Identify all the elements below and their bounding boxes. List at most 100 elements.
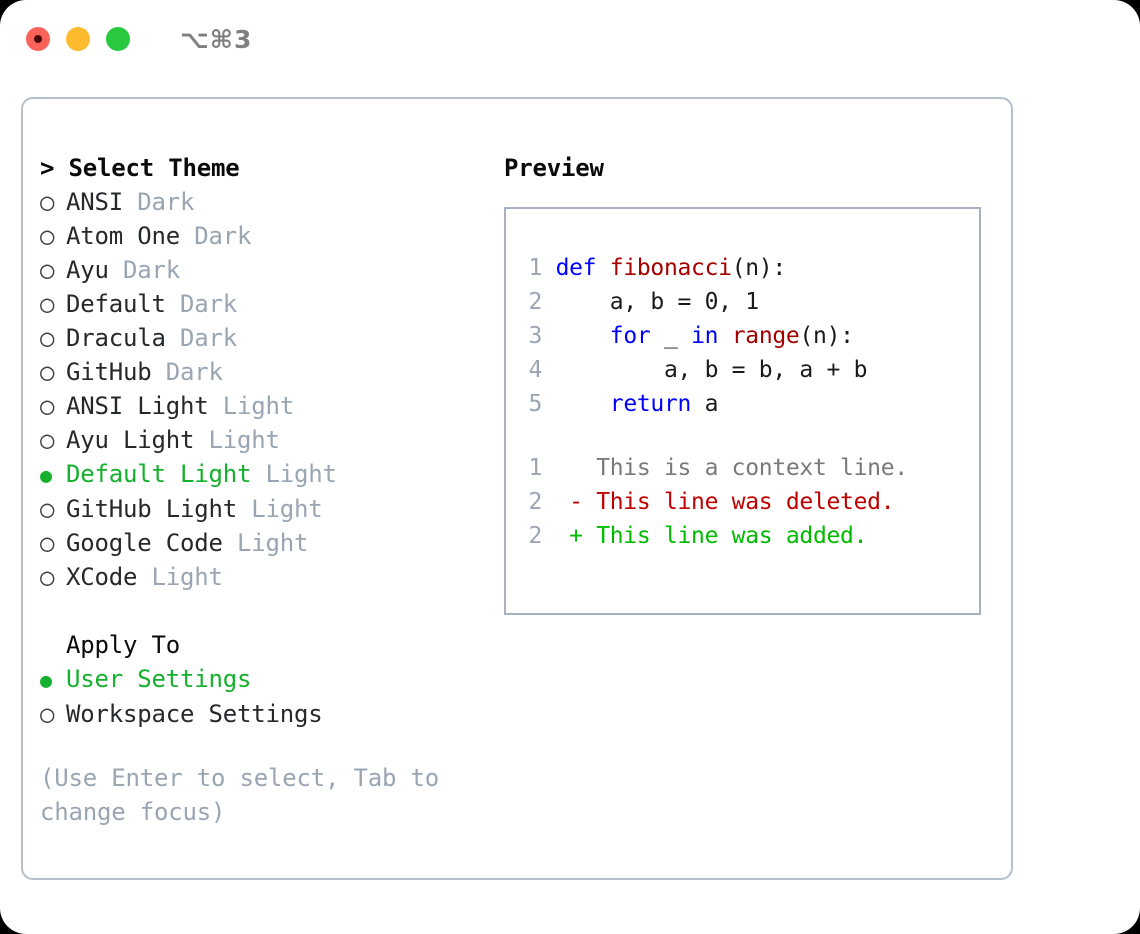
diff-line-text: This line was added. (596, 523, 868, 549)
code-line: 1 def fibonacci(n): (506, 251, 979, 285)
keyboard-hint-text: (Use Enter to select, Tab to change focu… (40, 764, 439, 826)
theme-option-google-code[interactable]: ○ Google Code Light (40, 526, 490, 560)
radio-unselected-icon: ○ (40, 392, 55, 420)
theme-option-dracula[interactable]: ○ Dracula Dark (40, 321, 490, 355)
diff-line: 2 - This line was deleted. (506, 485, 979, 519)
theme-option-github-light[interactable]: ○ GitHub Light Light (40, 492, 490, 526)
theme-option-variant: Dark (123, 256, 180, 284)
code-token: (n): (799, 323, 854, 349)
theme-option-github[interactable]: ○GitHub Dark (40, 355, 490, 389)
theme-list: ○ANSI Dark○Atom One Dark○Ayu Dark○Defaul… (40, 185, 490, 594)
apply-to-list: ● User Settings ○ Workspace Settings (40, 662, 490, 731)
theme-option-label: ANSI (66, 188, 123, 216)
code-line: 5 return a (506, 387, 979, 421)
theme-option-variant: Dark (165, 358, 223, 386)
code-token: for (609, 323, 651, 349)
theme-option-variant: Light (237, 529, 309, 557)
theme-option-label: Default (66, 290, 166, 318)
theme-option-atom-one[interactable]: ○Atom One Dark (40, 219, 490, 253)
code-token: a, b = b, a + b (555, 357, 868, 383)
select-theme-heading-label: Select Theme (68, 154, 240, 182)
radio-unselected-icon: ○ (40, 495, 55, 523)
close-window-button[interactable] (26, 27, 50, 51)
theme-option-label: Ayu (66, 256, 109, 284)
code-token: a (691, 391, 719, 417)
theme-option-variant: Light (208, 426, 280, 454)
diff-line: 2 + This line was added. (506, 519, 979, 553)
diff-line: 1 This is a context line. (506, 451, 979, 485)
theme-option-ansi-light[interactable]: ○ANSI Light Light (40, 389, 490, 423)
theme-option-variant: Light (151, 563, 223, 591)
diff-sign (542, 455, 596, 481)
code-token: a, b = 0, 1 (555, 289, 759, 315)
code-line-number: 5 (528, 391, 542, 417)
apply-to-option-workspace-settings[interactable]: ○ Workspace Settings (40, 697, 490, 731)
radio-unselected-icon: ○ (40, 529, 55, 557)
theme-option-label: Google Code (66, 529, 223, 557)
apply-to-option-label: User Settings (66, 665, 252, 693)
code-line-number: 4 (528, 357, 542, 383)
theme-option-default[interactable]: ○Default Dark (40, 287, 490, 321)
code-token: fibonacci (609, 255, 732, 281)
code-line: 2 a, b = 0, 1 (506, 285, 979, 319)
main-panel: > Select Theme ○ANSI Dark○Atom One Dark○… (21, 97, 1013, 880)
theme-option-ansi[interactable]: ○ ANSI Dark (40, 185, 490, 219)
theme-option-label: Ayu Light (66, 426, 195, 454)
code-line-number: 1 (528, 255, 542, 281)
preview-column: Preview 1 def fibonacci(n):2 a, b = 0, 1… (504, 151, 994, 615)
theme-option-ayu[interactable]: ○ Ayu Dark (40, 253, 490, 287)
preview-heading: Preview (504, 154, 604, 182)
radio-unselected-icon: ○ (40, 426, 55, 454)
title-bar: ⌥⌘3 (0, 0, 1140, 78)
theme-picker-column: > Select Theme ○ANSI Dark○Atom One Dark○… (40, 151, 490, 829)
code-token: in (691, 323, 732, 349)
radio-unselected-icon: ○ (40, 290, 55, 318)
theme-option-variant: Dark (194, 222, 252, 250)
radio-unselected-icon: ○ (40, 324, 55, 352)
apply-to-option-user-settings[interactable]: ● User Settings (40, 662, 490, 697)
diff-line-text: This line was deleted. (596, 489, 895, 515)
radio-unselected-icon: ○ (40, 188, 55, 216)
diff-line-number: 2 (528, 523, 542, 549)
diff-sign: + (542, 523, 597, 549)
theme-option-xcode[interactable]: ○ XCode Light (40, 560, 490, 594)
theme-option-default-light[interactable]: ●Default Light Light (40, 457, 490, 492)
theme-option-label: GitHub Light (66, 495, 237, 523)
diff-line-number: 1 (528, 455, 542, 481)
preview-divider-space (506, 421, 979, 451)
code-line: 3 for _ in range(n): (506, 319, 979, 353)
code-token: return (609, 391, 692, 417)
radio-selected-icon: ● (40, 463, 52, 487)
radio-unselected-icon: ○ (40, 700, 55, 728)
minimize-window-button[interactable] (66, 27, 90, 51)
code-token (556, 391, 610, 417)
code-token: def (555, 255, 610, 281)
theme-option-label: XCode (66, 563, 138, 591)
radio-unselected-icon: ○ (40, 256, 55, 284)
diff-sample: 1 This is a context line.2 - This line w… (506, 451, 979, 553)
theme-option-variant: Dark (137, 188, 195, 216)
theme-option-variant: Light (265, 460, 337, 488)
apply-to-option-label: Workspace Settings (66, 700, 323, 728)
theme-option-variant: Light (251, 495, 323, 523)
maximize-window-button[interactable] (106, 27, 130, 51)
select-theme-heading: > Select Theme (40, 151, 490, 185)
code-token: _ (650, 323, 692, 349)
apply-to-heading: Apply To (66, 631, 180, 659)
theme-option-label: Dracula (66, 324, 166, 352)
code-line-number: 2 (528, 289, 542, 315)
radio-selected-icon: ● (40, 668, 52, 692)
theme-option-ayu-light[interactable]: ○ Ayu Light Light (40, 423, 490, 457)
theme-option-label: ANSI Light (66, 392, 209, 420)
code-token: range (731, 323, 800, 349)
diff-line-number: 2 (528, 489, 542, 515)
keyboard-shortcut-label: ⌥⌘3 (180, 24, 253, 54)
theme-option-label: Atom One (66, 222, 180, 250)
theme-option-variant: Dark (180, 324, 237, 352)
theme-option-label: GitHub (66, 358, 152, 386)
diff-sign: - (542, 489, 597, 515)
radio-unselected-icon: ○ (40, 563, 55, 591)
